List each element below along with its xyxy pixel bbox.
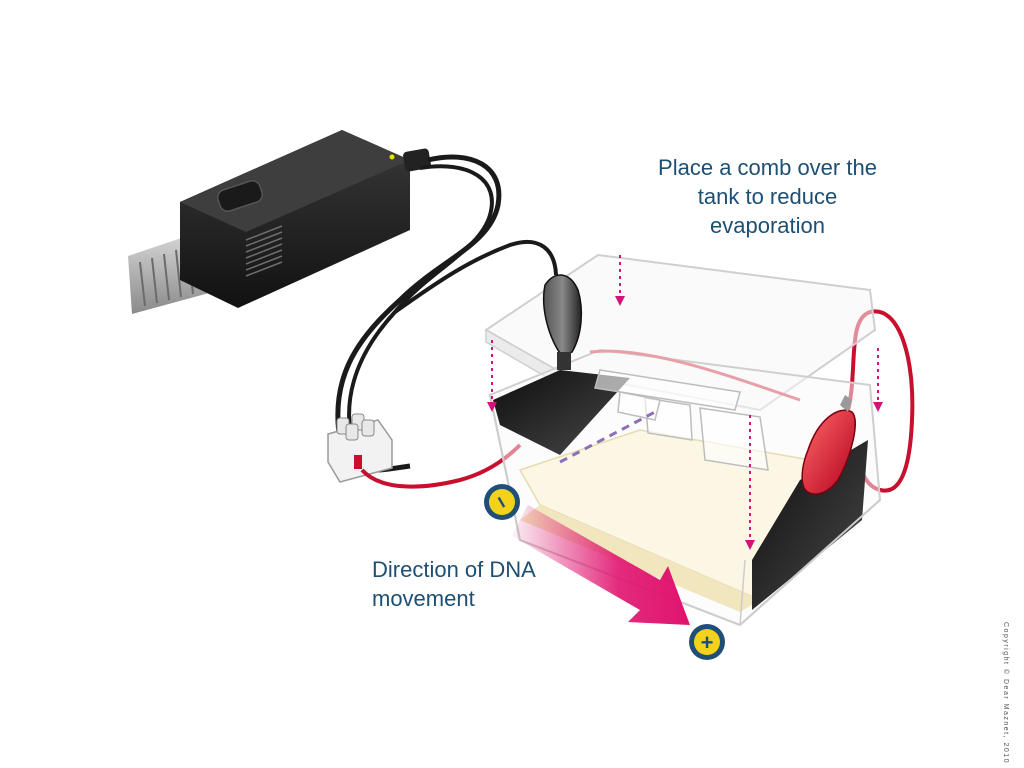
dna-annotation-line-1: Direction of DNA — [372, 557, 536, 582]
dna-direction-annotation: Direction of DNA movement — [372, 555, 592, 613]
terminal-block — [327, 413, 393, 483]
comb-annotation-line-1: Place a comb over the — [658, 155, 877, 180]
negative-terminal-badge: − — [484, 484, 520, 520]
comb-annotation-line-3: evaporation — [710, 213, 825, 238]
power-supply — [128, 130, 431, 314]
power-indicator-light — [389, 154, 395, 160]
negative-electrode-panel — [493, 370, 630, 455]
positive-terminal-badge: + — [689, 624, 725, 660]
red-crocodile-clip — [801, 395, 856, 495]
comb-annotation: Place a comb over the tank to reduce eva… — [630, 153, 905, 240]
copyright-notice: Copyright © Dear Maznet, 2010 — [1002, 622, 1009, 765]
vent-grille — [245, 225, 283, 277]
dna-annotation-line-2: movement — [372, 586, 475, 611]
black-crocodile-clip — [542, 274, 583, 370]
power-supply-button — [217, 180, 263, 212]
positive-electrode-panel — [752, 440, 868, 610]
sample-wells — [559, 410, 656, 464]
comb-annotation-line-2: tank to reduce — [697, 184, 838, 209]
positive-symbol: + — [701, 630, 714, 655]
placement-guides — [487, 255, 883, 550]
comb — [594, 369, 769, 471]
black-lead — [393, 239, 558, 314]
dna-direction-arrow — [512, 505, 690, 625]
